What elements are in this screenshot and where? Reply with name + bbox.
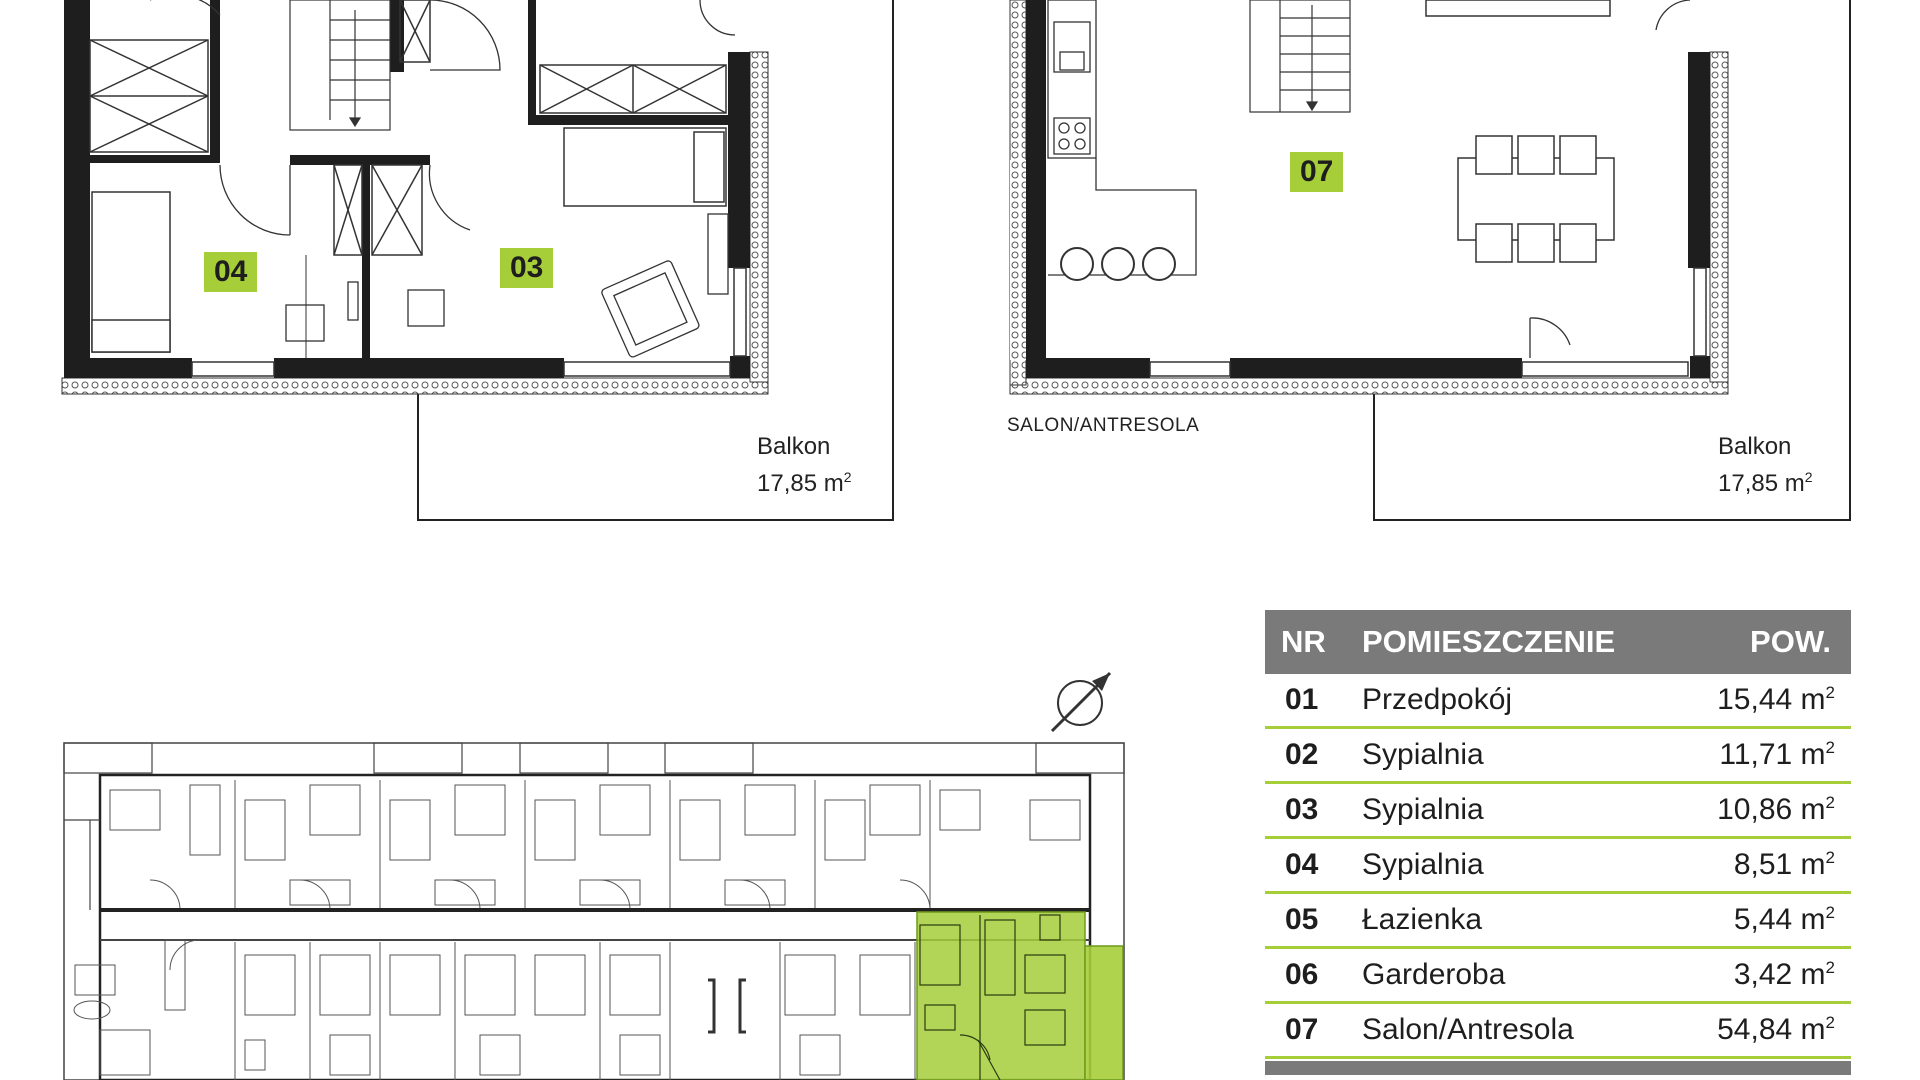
table-row: 02 Sypialnia 11,71 m2	[1265, 729, 1851, 784]
table-row: 07 Salon/Antresola 54,84 m2	[1265, 1004, 1851, 1059]
row-room: Salon/Antresola	[1362, 1013, 1574, 1046]
row-nr: 07	[1285, 1013, 1319, 1046]
row-nr: 02	[1285, 738, 1319, 771]
row-room: Przedpokój	[1362, 683, 1513, 716]
header-room: POMIESZCZENIE	[1362, 624, 1616, 659]
row-area: 15,44 m2	[1717, 683, 1835, 716]
table-row: 03 Sypialnia 10,86 m2	[1265, 784, 1851, 839]
highlighted-apartment	[916, 911, 1124, 1080]
room-tag-03: 03	[500, 248, 554, 288]
row-nr: 01	[1285, 683, 1319, 716]
right-balcony-label: Balkon 17,85 m2	[1718, 432, 1813, 499]
right-balcony-name: Balkon	[1718, 433, 1792, 460]
row-area: 3,42 m2	[1733, 958, 1835, 991]
row-area: 8,51 m2	[1733, 848, 1835, 881]
row-nr: 04	[1285, 848, 1319, 881]
table-header: NR POMIESZCZENIE POW.	[1265, 610, 1851, 674]
row-room: Sypialnia	[1362, 738, 1484, 771]
left-balcony-name: Balkon	[757, 433, 831, 460]
row-nr: 06	[1285, 958, 1319, 991]
table-bottom-bar	[1265, 1061, 1851, 1075]
table-row: 06 Garderoba 3,42 m2	[1265, 949, 1851, 1004]
room-area-table: NR POMIESZCZENIE POW. 01 Przedpokój 15,4…	[1265, 610, 1851, 1075]
table-row: 05 Łazienka 5,44 m2	[1265, 894, 1851, 949]
row-room: Łazienka	[1362, 903, 1483, 936]
row-area: 54,84 m2	[1717, 1013, 1835, 1046]
left-balcony-label: Balkon 17,85 m2	[757, 432, 852, 499]
row-room: Garderoba	[1362, 958, 1506, 991]
room-tag-04: 04	[204, 252, 258, 292]
left-floor-plan	[61, 0, 894, 521]
row-room: Sypialnia	[1362, 848, 1484, 881]
row-area: 5,44 m2	[1733, 903, 1835, 936]
header-area: POW.	[1750, 624, 1831, 659]
table-row: 01 Przedpokój 15,44 m2	[1265, 674, 1851, 729]
row-nr: 05	[1285, 903, 1319, 936]
header-nr: NR	[1281, 624, 1326, 659]
building-overview	[63, 742, 1125, 1080]
room-tag-07: 07	[1290, 152, 1344, 192]
table-row: 04 Sypialnia 8,51 m2	[1265, 839, 1851, 894]
row-nr: 03	[1285, 793, 1319, 826]
plan-caption-salon: SALON/ANTRESOLA	[1007, 415, 1200, 436]
right-balcony-area: 17,85 m2	[1718, 469, 1813, 497]
left-balcony-area: 17,85 m2	[757, 469, 852, 497]
row-area: 10,86 m2	[1717, 793, 1835, 826]
row-area: 11,71 m2	[1719, 738, 1835, 771]
row-room: Sypialnia	[1362, 793, 1484, 826]
building-units	[73, 780, 1081, 1080]
compass-icon	[1050, 671, 1112, 733]
right-floor-plan	[1009, 0, 1851, 521]
